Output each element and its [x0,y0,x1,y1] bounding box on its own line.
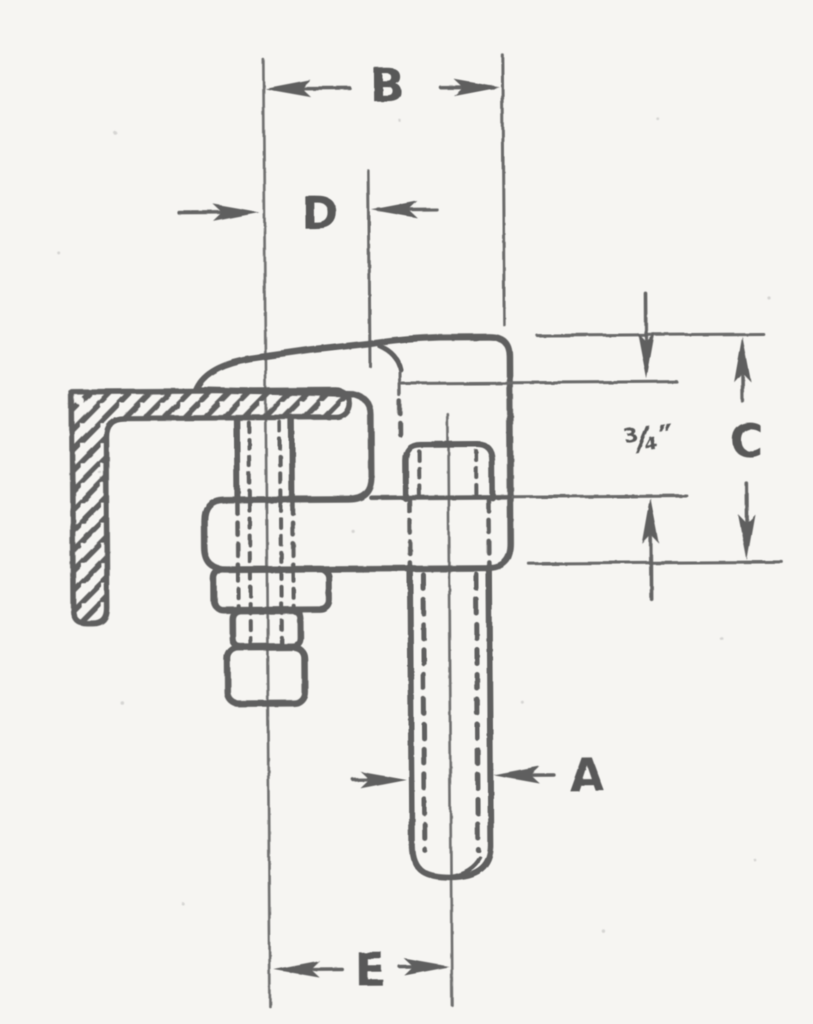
scan-specks [56,116,771,933]
dim-d-arrow-left-icon [212,203,259,221]
bolt-thread-dash-left [246,420,251,501]
bolt-right-edge [288,414,295,501]
dim-label-a: A [569,748,605,801]
dimension-e: E [273,943,450,996]
dim-e-arrow-left-icon [273,960,320,978]
dim-d-arrow-right-icon [370,200,417,218]
bolt-thread-dash-right [277,419,282,500]
dimension-c: C [729,335,764,560]
clamp-bolt [233,414,295,647]
extension-line-top [535,332,765,337]
dim-a-arrow-left-icon [359,770,406,788]
rod-bottom-cap [408,841,494,880]
dim-label-d: D [301,186,340,239]
dim-c-arrow-up-icon [733,335,751,382]
bolt-thread-hidden-right [277,498,283,646]
rod-thread-dash-left [419,571,427,853]
extension-line-lower-inner [510,493,688,498]
dim-c-arrow-down-icon [737,513,755,560]
dimension-d: D [177,186,438,239]
dim-label-offset: ¾″ [621,415,675,461]
nut-stack [210,565,332,707]
dim-a-arrow-right-icon [492,765,539,783]
dim-b-arrow-right-icon [452,78,500,96]
square-head [223,643,308,707]
hex-nut [210,565,332,613]
bolt-centerline [261,57,271,1008]
clamp-body [191,333,515,573]
hanger-rod [396,369,495,880]
dim-b-arrow-left-icon [264,79,311,97]
centerlines [261,52,506,1008]
clamp-fillet-curve [376,342,403,372]
rod-bottom-end-curve [449,855,482,878]
bolt-thread-hidden-left [246,499,252,647]
angle-bracket-outline [68,386,352,626]
clamp-body-outline [191,333,514,573]
rod-centerline [446,412,453,1006]
extension-line-upper-inner [397,379,678,385]
dim-label-e: E [354,943,386,996]
rod-right-edge [485,562,494,850]
dim-label-c: C [729,414,763,467]
dimension-a: A [351,748,605,801]
dim-offset-arrow-up-icon [641,497,659,544]
dim-offset-arrow-down-icon [637,332,655,379]
angle-bracket [68,386,352,626]
dimension-b: B [264,58,500,112]
extension-line-b-right [500,52,506,326]
bolt-left-edge [233,415,240,502]
extension-line-bottom [526,559,783,565]
rod-left-edge [406,562,415,850]
drawing-root: B D ¾″ C [56,52,783,1008]
rod-top-end [401,440,495,502]
dim-label-b: B [369,58,405,111]
extension-line-d [366,168,371,367]
dim-e-arrow-right-icon [403,957,450,975]
scan-pinhole [75,396,84,405]
rod-thread-dash-right [472,571,480,853]
extension-lines [397,332,783,565]
dimension-offset: ¾″ [621,291,676,601]
